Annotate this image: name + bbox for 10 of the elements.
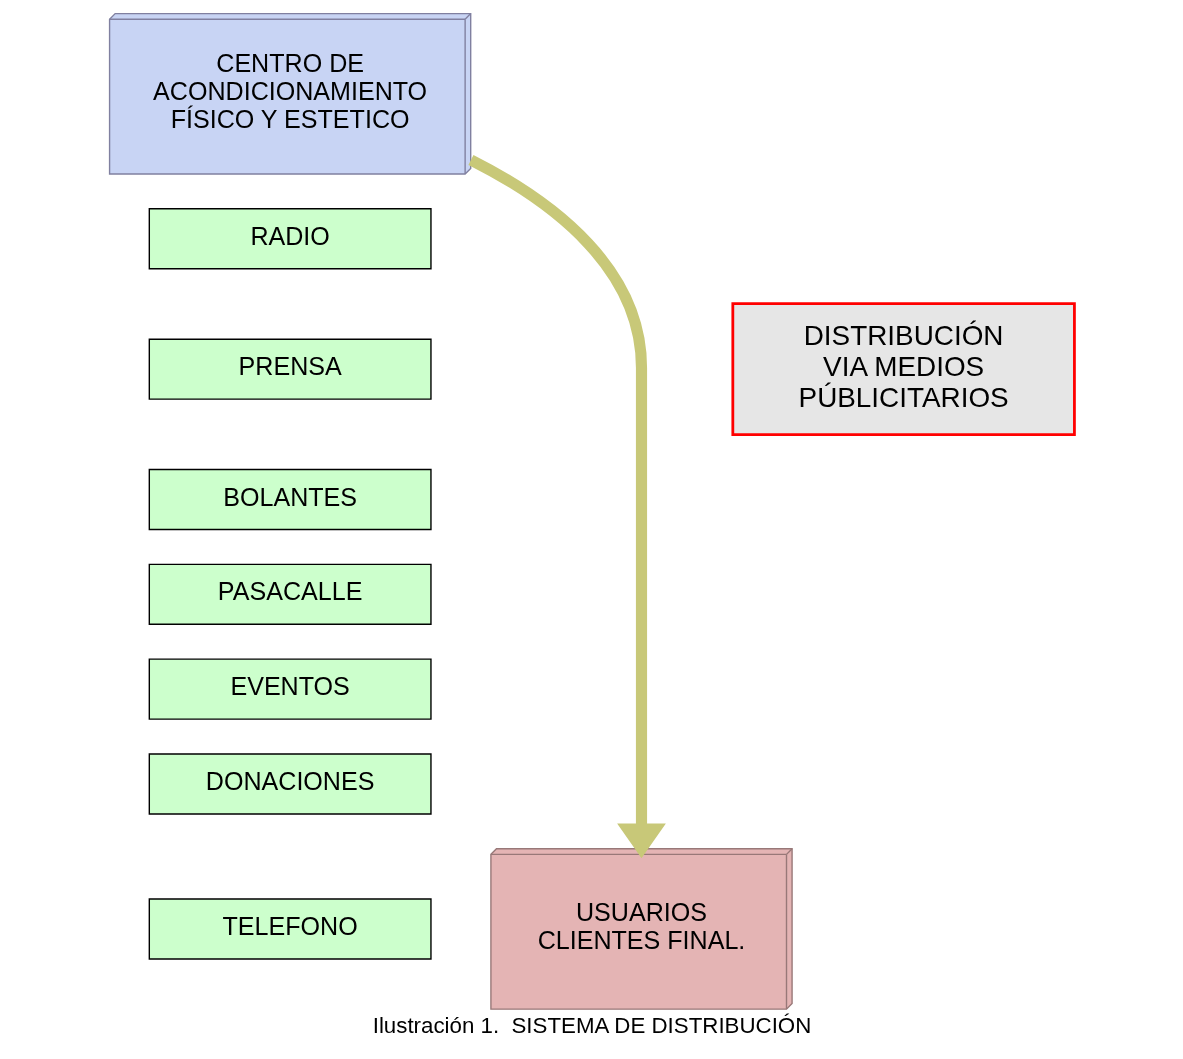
caption: Ilustración 1. SISTEMA DE DISTRIBUCIÓN bbox=[372, 1012, 811, 1038]
node-box: TELEFONO bbox=[148, 898, 432, 960]
node-box: DONACIONES bbox=[148, 753, 432, 815]
node-box: PRENSA bbox=[148, 338, 432, 400]
node-box: RADIO bbox=[148, 208, 432, 270]
node-box: DISTRIBUCIÓN VIA MEDIOS PÚBLICITARIOS bbox=[730, 302, 1076, 437]
node-box: PASACALLE bbox=[148, 563, 432, 625]
node-box: BOLANTES bbox=[148, 468, 432, 531]
arrow bbox=[467, 155, 666, 859]
node-box: EVENTOS bbox=[148, 658, 432, 720]
